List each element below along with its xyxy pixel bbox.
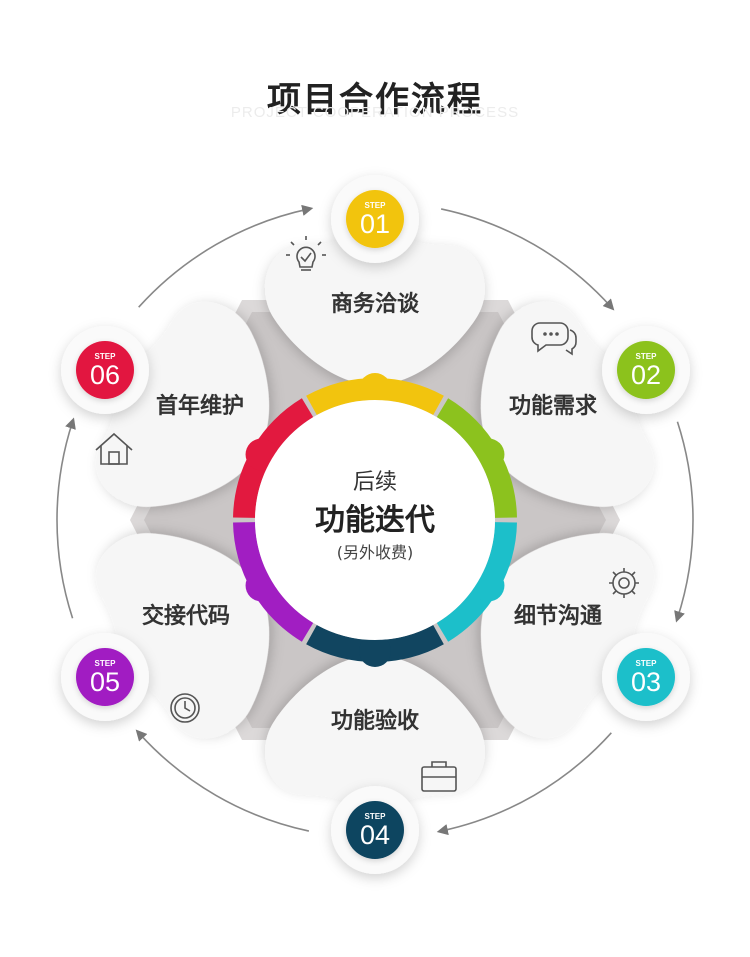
petal-03 (480, 533, 654, 739)
outer-arrows (56, 204, 694, 836)
step-02-label: 功能需求 (509, 393, 597, 419)
step-05-number: 05 (90, 667, 120, 697)
arrow-3 (436, 732, 612, 836)
page-subtitle: PROJECT COOPERATION PROCESS (230, 104, 520, 121)
briefcase-icon (421, 761, 457, 792)
gear-icon (609, 568, 639, 598)
center-title: 功能迭代 (315, 503, 435, 538)
step-03-word: STEP (636, 659, 658, 668)
center-line1: 后续 (353, 470, 397, 495)
ring-tab-06 (245, 438, 278, 471)
center-ring (233, 373, 517, 667)
step-05-word: STEP (95, 659, 117, 668)
step-labels: 商务洽谈 功能需求 细节沟通 功能验收 交接代码 首年维护 (142, 291, 602, 734)
petal-04 (265, 655, 485, 812)
step-05-label: 交接代码 (142, 603, 230, 629)
step-04-label: 功能验收 (331, 708, 419, 734)
petals (96, 228, 654, 812)
ring-tab-02 (472, 438, 505, 471)
page-title: 项目合作流程 (267, 80, 483, 120)
step-03-number: 03 (631, 667, 661, 697)
step-02-number: 02 (631, 360, 661, 390)
arrow-5 (56, 417, 76, 619)
ring-segment-06 (233, 398, 314, 518)
house-icon (95, 432, 133, 465)
petal-02 (480, 301, 654, 507)
center-disc (255, 400, 495, 640)
step-04-word: STEP (365, 812, 387, 821)
arrow-6 (138, 204, 314, 308)
step-01-label: 商务洽谈 (331, 291, 420, 317)
arrow-2 (674, 421, 694, 623)
step-06-word: STEP (95, 352, 117, 361)
ring-segment-02 (436, 398, 517, 518)
petal-06 (96, 301, 270, 507)
ring-segment-05 (233, 522, 314, 642)
ring-tab-03 (472, 569, 505, 602)
center-note: (另外收费) (337, 543, 414, 562)
petal-05 (96, 533, 270, 739)
petal-01 (265, 228, 485, 385)
ring-tab-01 (359, 373, 391, 405)
ring-segment-03 (436, 522, 517, 642)
ring-tab-04 (359, 635, 391, 667)
arrow-1 (440, 208, 615, 311)
chat-bubbles-icon (531, 322, 577, 356)
ring-tab-05 (245, 569, 278, 602)
step-01-number: 01 (360, 209, 390, 239)
step-01-word: STEP (365, 201, 387, 210)
step-03-label: 细节沟通 (514, 603, 602, 629)
step-02-word: STEP (636, 352, 658, 361)
clock-icon (170, 693, 200, 723)
step-04-number: 04 (360, 820, 390, 850)
arrow-4 (135, 729, 310, 832)
lightbulb-icon (286, 236, 326, 271)
step-06-number: 06 (90, 360, 120, 390)
step-06-label: 首年维护 (156, 393, 244, 419)
